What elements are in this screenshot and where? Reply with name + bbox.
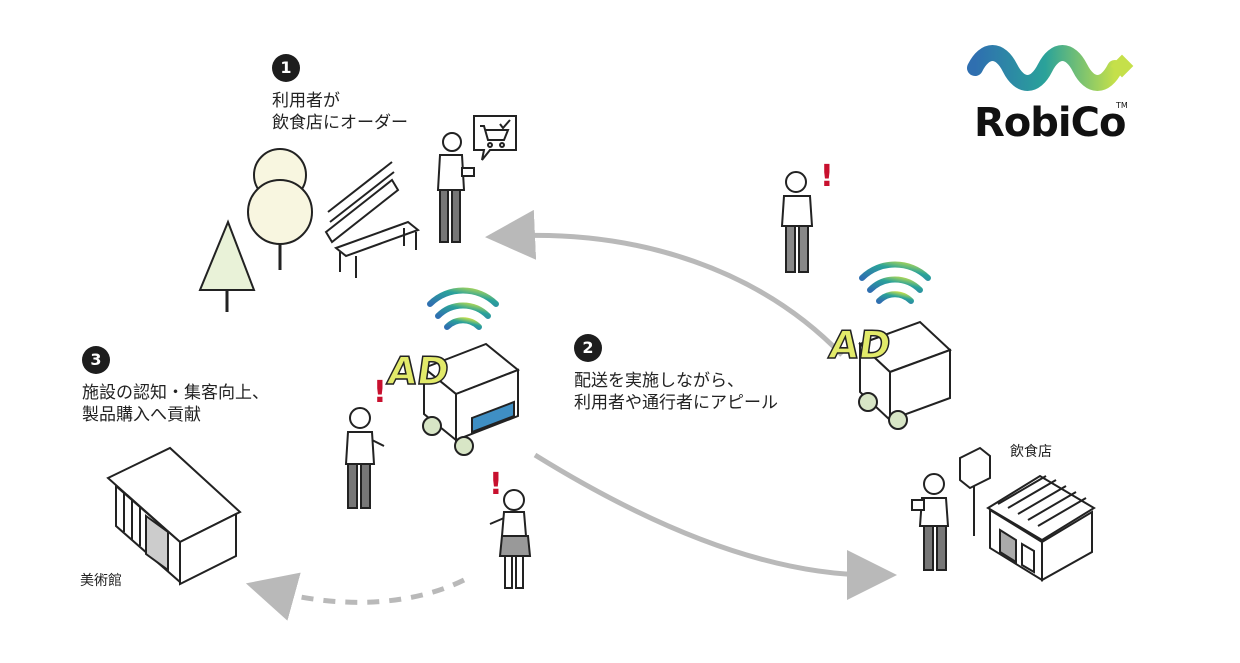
- waving-woman-icon: [489, 489, 532, 589]
- arrow-to-restaurant: [533, 452, 897, 600]
- museum-label: 美術館: [80, 573, 122, 589]
- step-2-text: 配送を実施しながら、 利用者や通行者にアピール: [574, 370, 778, 414]
- museum-building-icon: [106, 446, 242, 586]
- step-3-line-1: 施設の認知・集客向上、: [82, 383, 269, 403]
- step-1-text: 利用者が 飲食店にオーダー: [272, 90, 408, 134]
- mailbox-post-icon: [959, 446, 991, 536]
- round-tree-icon: [247, 148, 313, 270]
- step-1: 1 利用者が 飲食店にオーダー: [272, 54, 408, 134]
- passerby-person-icon: [780, 171, 814, 273]
- arrow-to-museum: [245, 572, 466, 621]
- step-2-line-2: 利用者や通行者にアピール: [574, 393, 778, 413]
- step-3: 3 施設の認知・集客向上、 製品購入へ貢献: [82, 346, 269, 426]
- step-number-3: 3: [82, 346, 110, 374]
- delivery-robot-center-icon: [422, 287, 520, 456]
- robico-logo-text: RobiCo: [974, 100, 1126, 146]
- alert-mark-left-person: !: [373, 375, 387, 410]
- ordering-person-icon: [436, 132, 475, 243]
- wifi-icon: [427, 287, 499, 330]
- alert-mark-woman: !: [489, 467, 503, 502]
- restaurant-label: 飲食店: [1010, 444, 1052, 460]
- step-1-line-1: 利用者が: [272, 91, 340, 111]
- trademark-mark: TM: [1116, 101, 1128, 110]
- delivery-robot-right-icon: [858, 261, 952, 430]
- restaurant-building-icon: [986, 474, 1096, 582]
- arrow-to-user: [485, 209, 844, 357]
- step-2-line-1: 配送を実施しながら、: [574, 371, 744, 391]
- conifer-tree-icon: [198, 219, 256, 312]
- shopping-cart-icon: [473, 115, 517, 161]
- step-number-2: 2: [574, 334, 602, 362]
- step-2: 2 配送を実施しながら、 利用者や通行者にアピール: [574, 334, 778, 414]
- step-3-text: 施設の認知・集客向上、 製品購入へ貢献: [82, 382, 269, 426]
- ad-sign-center: AD: [385, 350, 452, 394]
- alert-mark-top-right: !: [820, 159, 834, 194]
- wifi-icon: [859, 261, 931, 304]
- pointing-person-icon: [344, 407, 385, 509]
- bench-icon: [324, 161, 421, 278]
- step-1-line-2: 飲食店にオーダー: [272, 113, 408, 133]
- step-number-1: 1: [272, 54, 300, 82]
- step-3-line-2: 製品購入へ貢献: [82, 405, 201, 425]
- ad-sign-right: AD: [826, 324, 893, 368]
- logo-wave-icon: [967, 45, 1134, 91]
- delivery-staff-icon: [911, 473, 950, 571]
